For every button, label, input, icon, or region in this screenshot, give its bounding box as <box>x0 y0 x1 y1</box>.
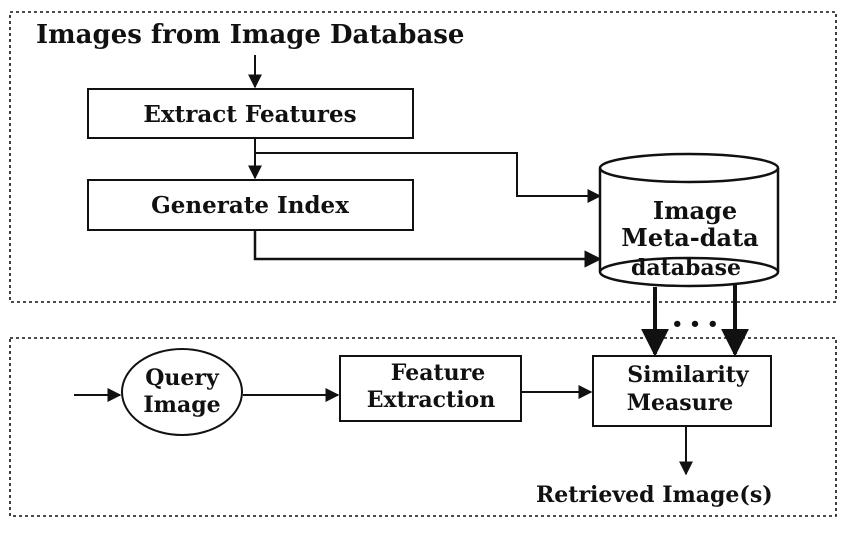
extract-to-database-arrow <box>255 152 602 203</box>
output-label: Retrieved Image(s) <box>536 482 773 508</box>
metadata-database-cylinder <box>598 152 780 288</box>
query-image-ellipse <box>121 348 243 436</box>
database-label-line1: Image <box>653 196 737 225</box>
query-image-label-line2: Image <box>143 392 220 418</box>
feature-extraction-label-line2: Extraction <box>367 387 495 413</box>
database-label-line2: Meta-data <box>621 223 758 252</box>
extract-features-box <box>87 88 414 139</box>
similarity-measure-box <box>592 355 772 427</box>
generate-index-label: Generate Index <box>151 192 349 219</box>
connector-ellipsis: • • • <box>671 314 718 335</box>
online-region-border <box>9 337 837 517</box>
index-to-database-arrow <box>253 230 602 268</box>
input-label: Images from Image Database <box>36 20 464 50</box>
generate-index-box <box>87 179 414 231</box>
database-label-line3: database <box>631 255 741 281</box>
similarity-measure-label-line1: Similarity <box>627 362 750 388</box>
feature-extraction-box <box>339 355 522 422</box>
similarity-measure-label-line2: Measure <box>627 390 734 416</box>
query-image-label-line1: Query <box>145 365 220 391</box>
feature-extraction-label-line1: Feature <box>391 360 485 386</box>
extract-features-label: Extract Features <box>143 101 356 128</box>
